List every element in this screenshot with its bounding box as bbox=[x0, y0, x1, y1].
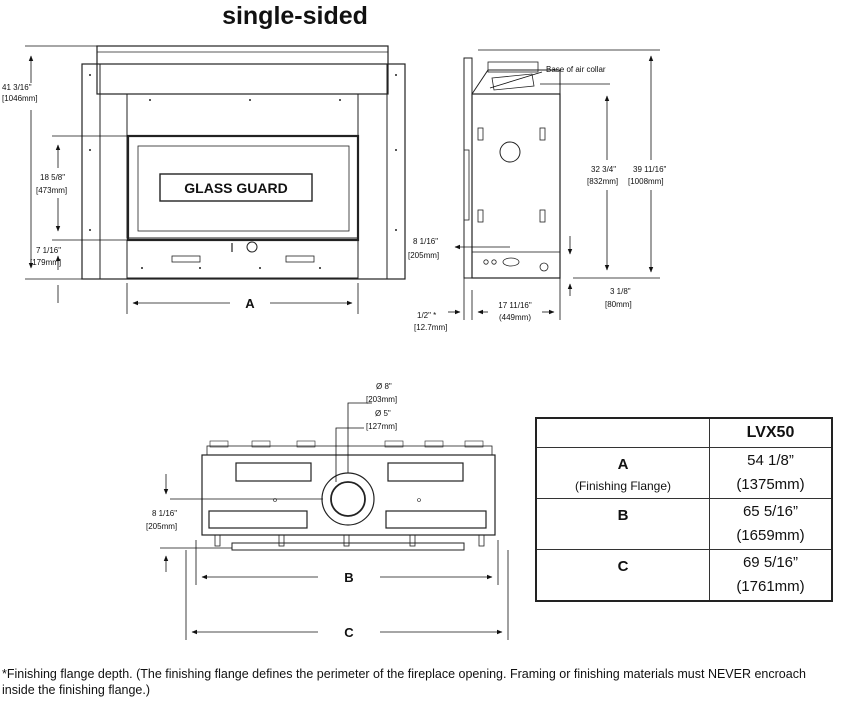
spec-value-cell: 54 1/8” (1375mm) bbox=[709, 447, 833, 499]
spec-value-cell: 65 5/16” (1659mm) bbox=[709, 498, 833, 550]
diagram-title: single-sided bbox=[222, 2, 368, 30]
footnote: *Finishing flange depth. (The finishing … bbox=[2, 667, 806, 697]
air-collar-label: Base of air collar bbox=[546, 65, 606, 74]
dim-inner-dia-mm: [127mm] bbox=[366, 422, 397, 431]
side-view bbox=[463, 57, 561, 279]
spec-key-cell: B bbox=[535, 498, 710, 550]
spec-value-mm: (1659mm) bbox=[736, 527, 805, 544]
dim-base-height-mm: [179mm] bbox=[30, 258, 61, 267]
dim-foot: 3 1/8" bbox=[610, 287, 631, 296]
dim-vent-height-mm: [205mm] bbox=[408, 251, 439, 260]
dim-overall-height: 41 3/16" bbox=[2, 83, 32, 92]
glass-guard-box bbox=[159, 173, 313, 202]
spec-value: 65 5/16” bbox=[742, 503, 799, 520]
spec-value: 54 1/8” bbox=[747, 452, 794, 469]
spec-key: B bbox=[617, 507, 629, 524]
spec-row-c: C 69 5/16” (1761mm) bbox=[535, 549, 833, 602]
spec-row-a: A (Finishing Flange) 54 1/8” (1375mm) bbox=[535, 447, 833, 499]
spec-value-mm: (1375mm) bbox=[736, 476, 805, 493]
spec-header-row: LVX50 bbox=[535, 417, 833, 448]
width-c-label: C bbox=[344, 625, 354, 640]
spec-table: LVX50 A (Finishing Flange) 54 1/8” (1375… bbox=[535, 417, 833, 602]
spec-header-empty bbox=[535, 417, 710, 448]
dim-foot-mm: [80mm] bbox=[605, 300, 632, 309]
front-inner-body bbox=[126, 93, 359, 239]
side-body bbox=[471, 93, 561, 279]
spec-row-b: B 65 5/16” (1659mm) bbox=[535, 498, 833, 550]
dim-flange-depth-mm: [12.7mm] bbox=[414, 323, 447, 332]
width-a-label: A bbox=[245, 296, 255, 311]
top-body bbox=[201, 454, 496, 536]
spec-header-model: LVX50 bbox=[709, 417, 833, 448]
dim-body-height-mm: [832mm] bbox=[587, 177, 618, 186]
side-flange bbox=[463, 57, 473, 279]
side-dim-lines bbox=[448, 49, 660, 320]
dim-total-height: 39 11/16" bbox=[633, 165, 667, 174]
air-collar bbox=[491, 73, 535, 91]
dim-base-height: 7 1/16" bbox=[36, 246, 61, 255]
front-outer-flange bbox=[81, 63, 406, 280]
front-view bbox=[81, 45, 406, 280]
spec-value-mm: (1761mm) bbox=[736, 578, 805, 595]
front-top-hood bbox=[96, 45, 389, 95]
dim-body-height: 32 3/4" bbox=[591, 165, 616, 174]
collar-inner bbox=[330, 481, 366, 517]
dim-glass-height-mm: [473mm] bbox=[36, 186, 67, 195]
dim-vent-height: 8 1/16" bbox=[413, 237, 438, 246]
dim-collar-offset-mm: [205mm] bbox=[146, 522, 177, 531]
dim-outer-dia: Ø 8" bbox=[376, 382, 392, 391]
spec-key-cell: C bbox=[535, 549, 710, 602]
side-vent-hole bbox=[499, 141, 521, 163]
top-dim-lines bbox=[160, 402, 509, 640]
spec-key: C bbox=[617, 558, 629, 575]
dim-overall-height-mm: [1046mm] bbox=[2, 94, 38, 103]
width-b-label: B bbox=[344, 570, 353, 585]
spec-value: 69 5/16” bbox=[742, 554, 799, 571]
dim-collar-offset: 8 1/16" bbox=[152, 509, 177, 518]
dim-depth-mm: (449mm) bbox=[499, 313, 531, 322]
dim-depth: 17 11/16" bbox=[498, 301, 532, 310]
dim-outer-dia-mm: [203mm] bbox=[366, 395, 397, 404]
dim-total-height-mm: [1008mm] bbox=[628, 177, 664, 186]
spec-key: A bbox=[617, 456, 629, 473]
front-dim-lines bbox=[25, 45, 359, 314]
spec-value-cell: 69 5/16” (1761mm) bbox=[709, 549, 833, 602]
glass-guard-label: GLASS GUARD bbox=[184, 180, 287, 196]
top-view bbox=[201, 440, 496, 551]
control-knob bbox=[246, 241, 258, 253]
spec-key-cell: A (Finishing Flange) bbox=[535, 447, 710, 499]
collar-outer bbox=[321, 472, 375, 526]
front-louver bbox=[126, 239, 359, 279]
dim-glass-height: 18 5/8" bbox=[40, 173, 65, 182]
dim-flange-depth: 1/2" * bbox=[417, 311, 436, 320]
dim-inner-dia: Ø 5" bbox=[375, 409, 391, 418]
spec-key-sub: (Finishing Flange) bbox=[574, 479, 672, 493]
